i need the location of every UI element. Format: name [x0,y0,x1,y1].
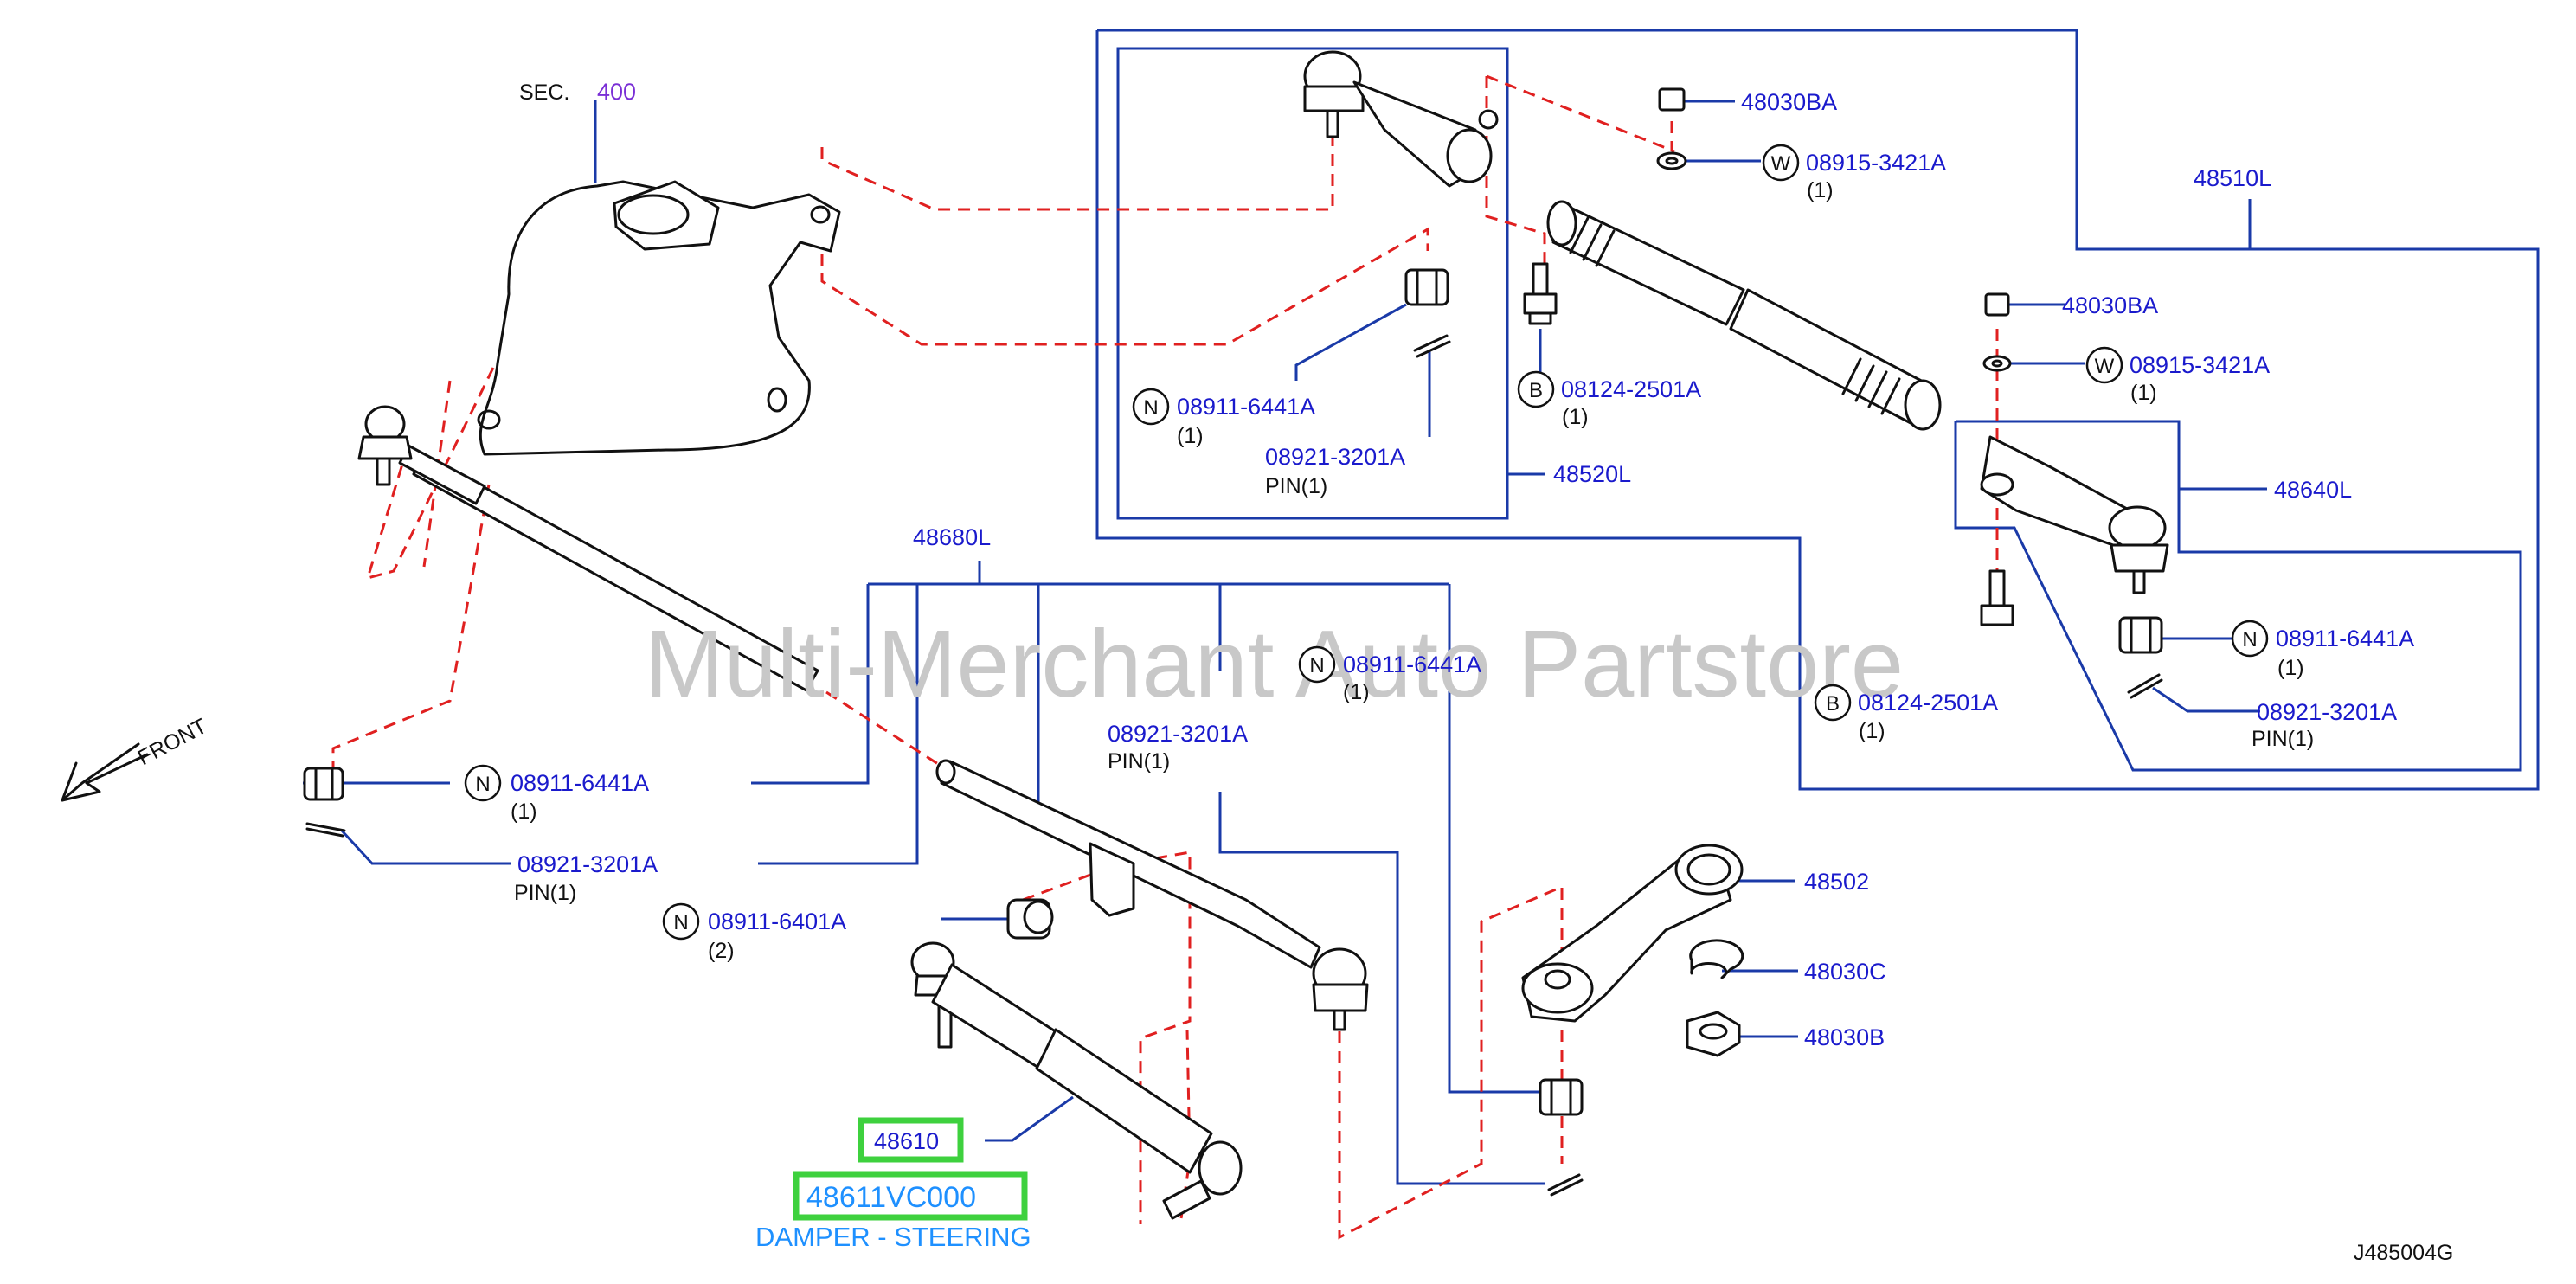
bolt-symbol-icon: B [1529,379,1543,402]
tie-rod-end-48520L [1303,50,1499,358]
qty-nut-6401: (2) [708,939,735,963]
pin-far-right-note: PIN(1) [2252,727,2314,751]
bolt-right-callout: B [1814,684,1852,722]
nut-48030B [1686,1011,1741,1057]
label-pin-center: 08921-3201A [1108,721,1248,747]
pin-left-note: PIN(1) [514,881,576,905]
qty-nut-far-right: (1) [2277,656,2304,680]
bolt-symbol-icon: B [1826,692,1840,716]
adjusting-sleeve [1546,200,1942,431]
qty-washer-top: (1) [1807,178,1834,202]
section-number: 400 [597,79,636,105]
highlight-part-box[interactable]: 48610 [858,1117,964,1163]
nut-pin-far-right [2118,616,2163,699]
qty-nut-center: (1) [1343,680,1370,704]
group-box-48520L [1116,47,1545,520]
steering-damper-48610 [910,941,1243,1220]
nut-washer-right [1982,292,2012,372]
bolt-middle [1523,262,1558,325]
washer-symbol-icon: W [1771,152,1791,176]
section-prefix: SEC. [519,80,569,105]
washer-top-callout: W [1762,144,1800,182]
label-nut-far-right: 08911-6441A [2276,626,2414,652]
highlight-part-label: 48610 [874,1128,939,1154]
diagram-code: J485004G [2354,1241,2453,1265]
nut-far-right-callout: N [2231,620,2269,658]
tie-rod-end-48640L [1980,435,2169,594]
washer-symbol-icon: W [2095,355,2115,378]
highlight-description: DAMPER - STEERING [755,1222,1031,1252]
front-label: FRONT [134,714,211,770]
lock-washer-48030C [1689,939,1744,979]
label-48030B: 48030B [1804,1024,1885,1050]
nut-left-callout: N [464,764,502,802]
label-nut-center: 08911-6441A [1343,652,1481,677]
label-nut-right: 48030BA [2062,292,2158,318]
nut-pin-left [303,767,346,838]
nut-6401 [1006,898,1054,940]
bolt-middle-callout: B [1517,370,1555,408]
qty-washer-right: (1) [2130,381,2157,405]
label-washer-top: 08915-3421A [1806,150,1946,176]
label-48680L: 48680L [913,524,991,550]
tie-rod-left [357,405,819,692]
group-box-48510L [1095,29,2540,791]
label-48640L: 48640L [2274,477,2352,503]
washer-right-callout: W [2085,346,2123,384]
label-48030C: 48030C [1804,959,1886,985]
label-nut-left: 08911-6441A [511,770,649,796]
label-48502: 48502 [1804,869,1869,895]
watermark: Multi-Merchant Auto Partstore [645,611,1904,717]
nut-symbol-icon: N [1143,396,1158,420]
nut-symbol-icon: N [475,773,490,796]
pin-inner-note: PIN(1) [1265,474,1327,498]
label-nut-inner: 08911-6441A [1177,394,1315,420]
bolt-right [1980,569,2014,626]
qty-bolt-middle: (1) [1562,405,1589,429]
nut-pin-center [1539,1078,1584,1197]
section-label: SEC. 400 [519,79,636,105]
qty-nut-inner: (1) [1177,424,1204,448]
nut-6401-callout: N [662,902,700,941]
pitman-arm-48502 [1521,844,1744,1023]
center-link-48680L [935,759,1369,1031]
group-bracket-48680L [751,561,1549,1185]
label-48520L: 48520L [1553,461,1631,487]
label-bolt-right: 08124-2501A [1858,690,1998,716]
nut-symbol-icon: N [673,911,688,934]
front-arrow-icon [61,742,149,802]
nut-center-callout: N [1298,645,1336,684]
steering-gear-housing [477,180,841,456]
qty-nut-left: (1) [511,799,537,824]
label-washer-right: 08915-3421A [2130,352,2270,378]
label-pin-far-right: 08921-3201A [2257,699,2397,725]
label-bolt-middle: 08124-2501A [1561,376,1701,402]
highlight-part-number-box[interactable]: 48611VC000 [793,1171,1028,1221]
label-pin-left: 08921-3201A [517,851,658,877]
nut-symbol-icon: N [2242,628,2257,652]
pin-center-note: PIN(1) [1108,749,1170,774]
nut-washer-top [1656,87,1687,170]
group-box-48640L [1954,420,2522,772]
label-pin-inner: 08921-3201A [1265,444,1405,470]
label-48510L: 48510L [2194,165,2271,191]
qty-bolt-right: (1) [1859,719,1885,743]
nut-symbol-icon: N [1309,654,1324,677]
label-nut-top: 48030BA [1741,89,1837,115]
highlight-part-number: 48611VC000 [806,1181,976,1214]
label-nut-6401: 08911-6401A [708,908,846,934]
nut-inner-callout: N [1132,388,1170,426]
